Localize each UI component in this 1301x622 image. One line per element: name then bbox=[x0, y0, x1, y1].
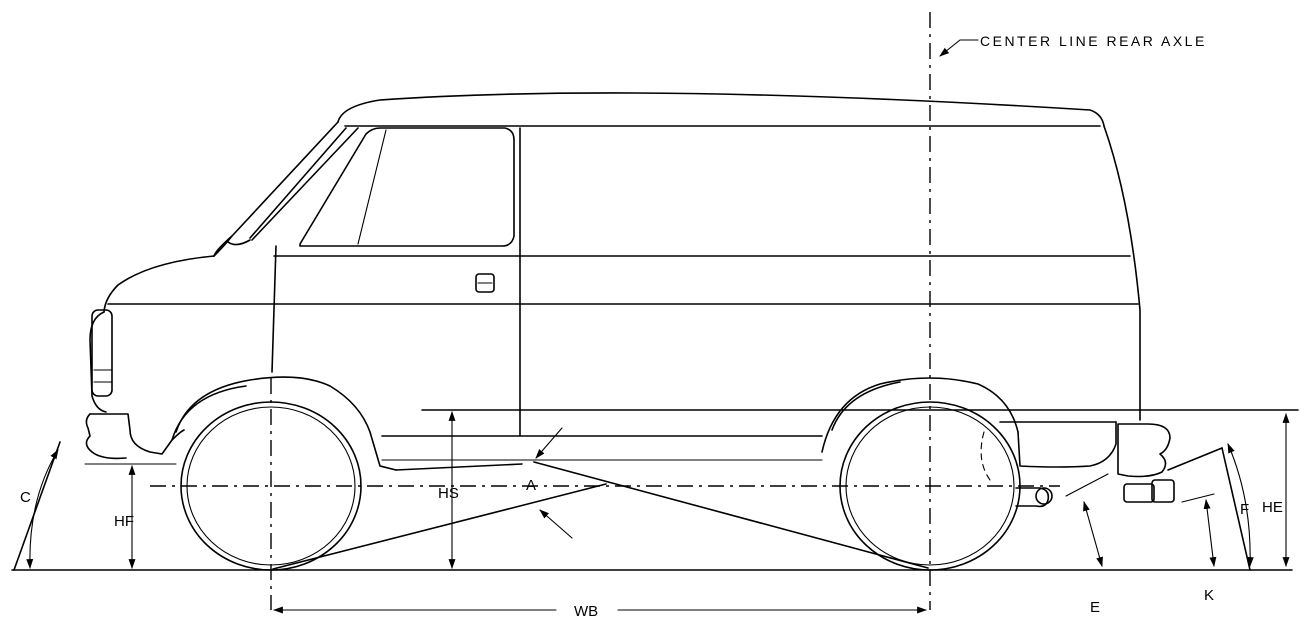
label-he: HE bbox=[1262, 499, 1283, 516]
label-a: A bbox=[526, 477, 536, 494]
dimension-k: K bbox=[1181, 493, 1217, 604]
dimension-hf: HF bbox=[114, 465, 136, 569]
dimension-f: F bbox=[1167, 443, 1254, 571]
label-k: K bbox=[1204, 587, 1214, 604]
label-hf: HF bbox=[114, 513, 134, 530]
front-wheel bbox=[180, 401, 362, 571]
label-c: C bbox=[20, 489, 31, 506]
label-e: E bbox=[1090, 599, 1100, 616]
label-hs: HS bbox=[438, 485, 459, 502]
van-body bbox=[84, 92, 1175, 508]
dimension-hs: HS bbox=[438, 411, 459, 569]
label-wb: WB bbox=[574, 603, 598, 620]
dimension-a: A bbox=[526, 427, 573, 539]
breakover-lines bbox=[272, 461, 929, 570]
dimension-c: C bbox=[13, 441, 61, 571]
dimension-e: E bbox=[1065, 473, 1109, 616]
dimension-wb: WB bbox=[273, 603, 927, 620]
label-f: F bbox=[1240, 501, 1249, 518]
callout-center-line-rear-axle: CENTER LINE REAR AXLE bbox=[939, 33, 1207, 57]
dimension-he: HE bbox=[1262, 413, 1290, 567]
label-center-line-rear-axle: CENTER LINE REAR AXLE bbox=[980, 33, 1207, 49]
rear-wheel bbox=[839, 401, 1021, 571]
